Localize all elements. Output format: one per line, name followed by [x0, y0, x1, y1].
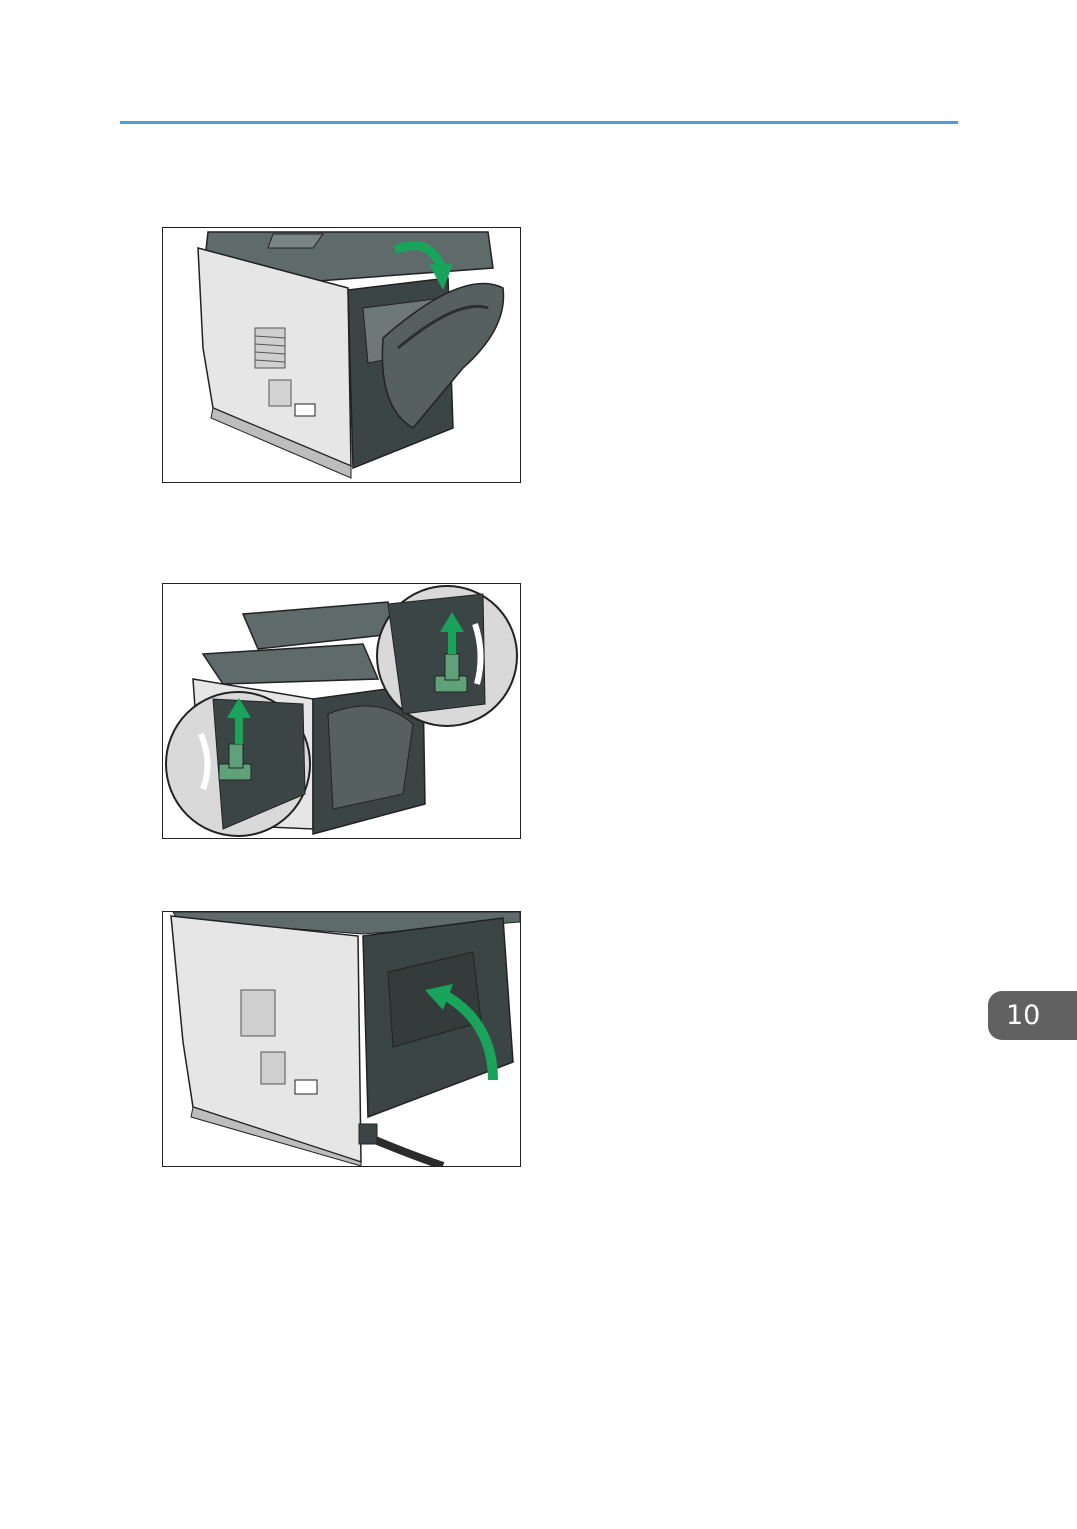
printer-rear-cover-close-illustration	[170, 912, 520, 1166]
printer-rear-cover-open-illustration	[197, 231, 505, 479]
figure-close-rear-cover	[162, 911, 521, 1167]
figure-raise-levers	[162, 583, 521, 839]
fuser-levers-raise-illustration	[165, 585, 518, 837]
figure-open-rear-cover	[162, 227, 521, 483]
chapter-tab[interactable]: 10	[988, 991, 1077, 1040]
header-rule	[120, 121, 958, 124]
